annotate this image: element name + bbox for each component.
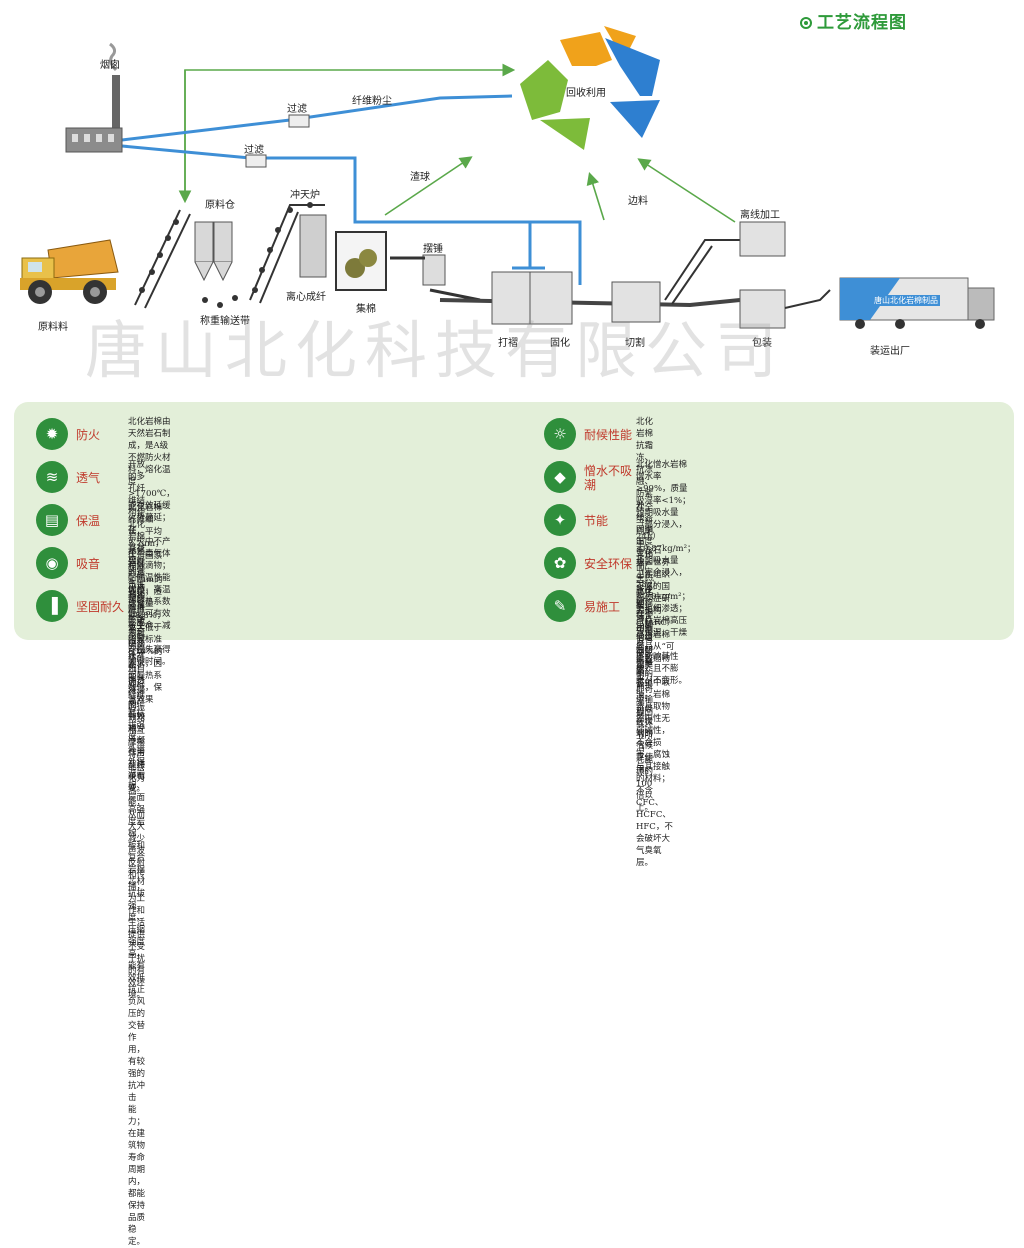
label-transport: 装运出厂 bbox=[870, 346, 910, 357]
eco-icon: ✿ bbox=[544, 547, 576, 579]
dust-pipes bbox=[121, 94, 582, 285]
label-slag: 渣球 bbox=[410, 172, 430, 183]
feature-description: 北化岩棉由天然岩石制成，是A级不燃防火材料，熔化温度>1700℃，能有效延缓火势… bbox=[128, 417, 175, 667]
feature-name: 耐候性能 bbox=[584, 428, 633, 442]
chimney-factory bbox=[65, 42, 123, 153]
cupola-furnace bbox=[299, 214, 327, 278]
weigh-conveyor bbox=[249, 204, 325, 304]
label-recycle: 回收利用 bbox=[566, 88, 606, 99]
circle-bullet-icon bbox=[800, 17, 812, 29]
label-weigh-conveyor: 称重输送带 bbox=[200, 316, 250, 327]
insulation-icon: ▤ bbox=[36, 504, 68, 536]
packing-unit bbox=[739, 289, 786, 329]
breathable-icon: ≋ bbox=[36, 461, 68, 493]
label-pendulum: 摆锤 bbox=[423, 244, 443, 255]
offline-processing-unit bbox=[739, 221, 786, 257]
company-watermark: 唐山北化科技有限公司 bbox=[85, 314, 786, 387]
water-icon: ◆ bbox=[544, 461, 576, 493]
feature-description: 易于搬运、切割方便，用美工刀即可完成。 bbox=[636, 589, 654, 719]
feature-name: 防火 bbox=[76, 428, 101, 442]
label-collector: 集棉 bbox=[356, 304, 376, 315]
cutting-unit bbox=[611, 281, 661, 323]
pleating-curing-unit bbox=[491, 271, 573, 325]
label-packing: 包装 bbox=[752, 338, 772, 349]
label-cupola: 冲天炉 bbox=[290, 190, 320, 201]
weather-icon: ☼ bbox=[544, 418, 576, 450]
dump-truck-icon bbox=[20, 239, 119, 304]
features-panel bbox=[14, 402, 1014, 640]
tool-icon: ✎ bbox=[544, 590, 576, 622]
label-pleating: 打褶 bbox=[498, 338, 518, 349]
filter-box-2 bbox=[245, 154, 267, 168]
raw-material-silos bbox=[194, 221, 233, 282]
label-offline: 离线加工 bbox=[740, 210, 780, 221]
energy-icon: ✦ bbox=[544, 504, 576, 536]
label-raw-silo: 原料仓 bbox=[205, 200, 235, 211]
label-raw-material: 原料料 bbox=[38, 322, 68, 333]
feature-name: 安全环保 bbox=[584, 557, 633, 571]
feed-conveyor bbox=[134, 209, 191, 309]
feature-name: 保温 bbox=[76, 514, 101, 528]
label-filter-1: 过滤 bbox=[287, 104, 307, 115]
label-filter-2: 过滤 bbox=[244, 145, 264, 156]
feature-name: 憎水不吸潮 bbox=[584, 464, 633, 492]
recycle-icon bbox=[520, 26, 660, 150]
label-fiber-dust: 纤维粉尘 bbox=[352, 96, 392, 107]
feature-name: 透气 bbox=[76, 471, 101, 485]
label-centrifuge: 离心成纤 bbox=[286, 292, 326, 303]
feature-description: 北化岩棉纤维呈三维立体分布，能有效提高产品抗拔强度。外墙外保温岩棉、屋面高强度岩… bbox=[128, 589, 146, 1247]
offline-conveyor bbox=[664, 239, 740, 305]
cotton-collector bbox=[335, 231, 387, 291]
label-curing: 固化 bbox=[550, 338, 570, 349]
feature-name: 坚固耐久 bbox=[76, 600, 125, 614]
feature-name: 节能 bbox=[584, 514, 609, 528]
sound-icon: ◉ bbox=[36, 547, 68, 579]
label-chimney: 烟囱 bbox=[100, 60, 120, 71]
flow-arrows bbox=[178, 63, 736, 223]
feature-description: 北化憎水岩棉憎水率≥99%，质量吸湿率<1%；短期吸水量（部分浸入，24h）<0… bbox=[636, 460, 696, 686]
feature-name: 吸音 bbox=[76, 557, 101, 571]
label-scrap: 边料 bbox=[628, 196, 648, 207]
durable-icon: ▐ bbox=[36, 590, 68, 622]
label-truck-brand: 唐山北化岩棉制品 bbox=[872, 295, 940, 306]
feature-name: 易施工 bbox=[584, 600, 621, 614]
filter-box-1 bbox=[288, 114, 310, 128]
fire-icon: ✹ bbox=[36, 418, 68, 450]
label-cutting: 切割 bbox=[625, 338, 645, 349]
page-title: 工艺流程图 bbox=[800, 8, 907, 33]
pendulum-box bbox=[422, 254, 446, 286]
